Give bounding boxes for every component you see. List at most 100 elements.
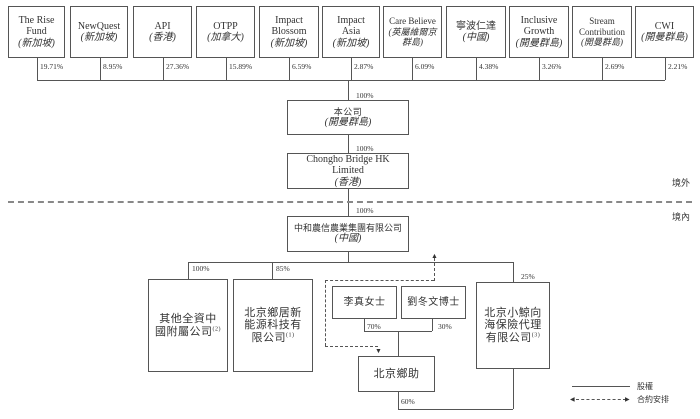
shareholder-name: API — [154, 20, 171, 32]
company-box: 本公司 (開曼群島) — [287, 100, 409, 135]
shareholder-location: (新加坡) — [80, 32, 118, 43]
subsidiary-box: 北京鄉居新能源科技有限公司(1) — [233, 279, 313, 372]
connector — [188, 262, 189, 279]
shareholder-box: CWI (開曼群島) — [635, 6, 694, 58]
shareholder-location: (新加坡) — [270, 37, 308, 49]
subsidiary-name-text: 北京鄉居新能源科技有限公司 — [244, 306, 302, 344]
subsidiary-box: 北京小鯨向海保險代理有限公司(3) — [476, 282, 550, 369]
shareholder-name: NewQuest — [77, 20, 121, 32]
hk-subsidiary-box: Chongho Bridge HK Limited (香港) — [287, 153, 409, 189]
stake-label: 100% — [356, 91, 374, 100]
stake-label: 100% — [356, 206, 374, 215]
prc-subsidiary-name: 中和農信農業集團有限公司 — [293, 223, 402, 234]
shareholder-location: (開曼群島) — [515, 37, 563, 49]
shareholder-location: (新加坡) — [18, 37, 55, 49]
shareholder-name: Impact Asia — [337, 14, 365, 38]
connector — [602, 58, 603, 80]
contractual-line — [325, 346, 378, 347]
hk-subsidiary-location: (香港) — [334, 176, 362, 188]
connector — [348, 252, 349, 262]
company-location: (開曼群島) — [324, 116, 372, 128]
subsidiary-name-text: 北京小鯨向海保險代理有限公司 — [484, 306, 542, 344]
connector — [513, 369, 514, 409]
subsidiary-name: 北京鄉居新能源科技有限公司(1) — [243, 307, 303, 345]
shareholder-location: (開曼群島) — [581, 37, 623, 48]
stake-label: 6.59% — [292, 62, 312, 71]
connector — [513, 262, 514, 282]
footnote-ref: (1) — [286, 332, 295, 339]
subsidiary-box: 其他全資中國附屬公司(2) — [148, 279, 228, 372]
stake-label: 19.71% — [40, 62, 64, 71]
subsidiary-name-text: 其他全資中國附屬公司 — [155, 312, 217, 338]
connector — [398, 392, 399, 409]
shareholder-name: Stream Contribution — [578, 16, 625, 37]
connector — [432, 319, 433, 331]
shareholder-location: (加拿大) — [207, 32, 244, 43]
shareholder-name: Inclusive Growth — [520, 14, 558, 38]
footnote-ref: (2) — [212, 325, 221, 332]
legend-contractual-line — [576, 399, 626, 400]
connector — [272, 262, 273, 279]
stake-label: 2.87% — [354, 62, 374, 71]
shareholder-location: (中國) — [462, 32, 490, 43]
arrow-down-icon: ▼ — [375, 347, 382, 355]
vie-name: 北京鄉助 — [373, 367, 420, 380]
individual-box: 劉冬文博士 — [401, 286, 466, 319]
stake-label: 8.95% — [103, 62, 123, 71]
connector — [412, 58, 413, 80]
shareholder-name: 寧波仁達 — [456, 20, 496, 32]
shareholder-box: Care Believe (英屬維爾京群島) — [383, 6, 442, 58]
connector — [351, 58, 352, 80]
vie-box: 北京鄉助 — [358, 356, 435, 392]
footnote-ref: (3) — [531, 332, 541, 339]
shareholder-box: Inclusive Growth (開曼群島) — [509, 6, 569, 58]
connector — [289, 58, 290, 80]
stake-label: 60% — [401, 397, 415, 406]
connector — [163, 58, 164, 80]
connector — [665, 58, 666, 80]
stake-label: 15.89% — [229, 62, 253, 71]
stake-label: 3.26% — [542, 62, 562, 71]
arrow-up-icon: ▲ — [431, 252, 438, 260]
individual-box: 李真女士 — [332, 286, 397, 319]
connector — [348, 80, 349, 101]
individual-name: 李真女士 — [343, 296, 386, 308]
shareholder-name: OTPP — [213, 20, 238, 32]
shareholder-location: (開曼群島) — [641, 32, 688, 43]
connector — [476, 58, 477, 80]
connector — [398, 331, 399, 358]
stake-label: 25% — [521, 272, 535, 281]
subsidiary-name: 其他全資中國附屬公司(2) — [154, 313, 222, 338]
contractual-line — [434, 258, 435, 281]
connector — [226, 58, 227, 80]
arrow-left-icon: ◀ — [570, 397, 575, 403]
shareholder-location: (香港) — [149, 32, 176, 43]
shareholder-name: CWI — [654, 20, 675, 32]
shareholder-box: Impact Asia (新加坡) — [322, 6, 380, 58]
stake-label: 70% — [367, 322, 381, 331]
connector — [539, 58, 540, 80]
offshore-onshore-divider — [8, 201, 692, 203]
arrow-right-icon: ▶ — [625, 397, 630, 403]
prc-subsidiary-location: (中國) — [334, 233, 362, 245]
contractual-line — [325, 280, 434, 281]
shareholder-name: Impact Blossom — [271, 14, 307, 38]
shareholder-location: (英屬維爾京群島) — [388, 26, 437, 48]
onshore-label: 境內 — [672, 212, 691, 222]
stake-label: 2.21% — [668, 62, 688, 71]
connector — [364, 319, 365, 331]
stake-label: 100% — [192, 264, 210, 273]
connector — [37, 58, 38, 80]
individual-name: 劉冬文博士 — [407, 296, 460, 308]
connector — [348, 135, 349, 153]
contractual-line — [325, 280, 326, 346]
shareholder-box: OTPP (加拿大) — [196, 6, 255, 58]
shareholder-box: Impact Blossom (新加坡) — [259, 6, 319, 58]
legend-equity-line — [572, 386, 630, 387]
shareholder-box: Stream Contribution (開曼群島) — [572, 6, 632, 58]
connector — [100, 58, 101, 80]
connector — [398, 409, 513, 410]
offshore-label: 境外 — [672, 178, 691, 188]
stake-label: 6.09% — [415, 62, 435, 71]
legend-equity-label: 股權 — [637, 382, 653, 391]
